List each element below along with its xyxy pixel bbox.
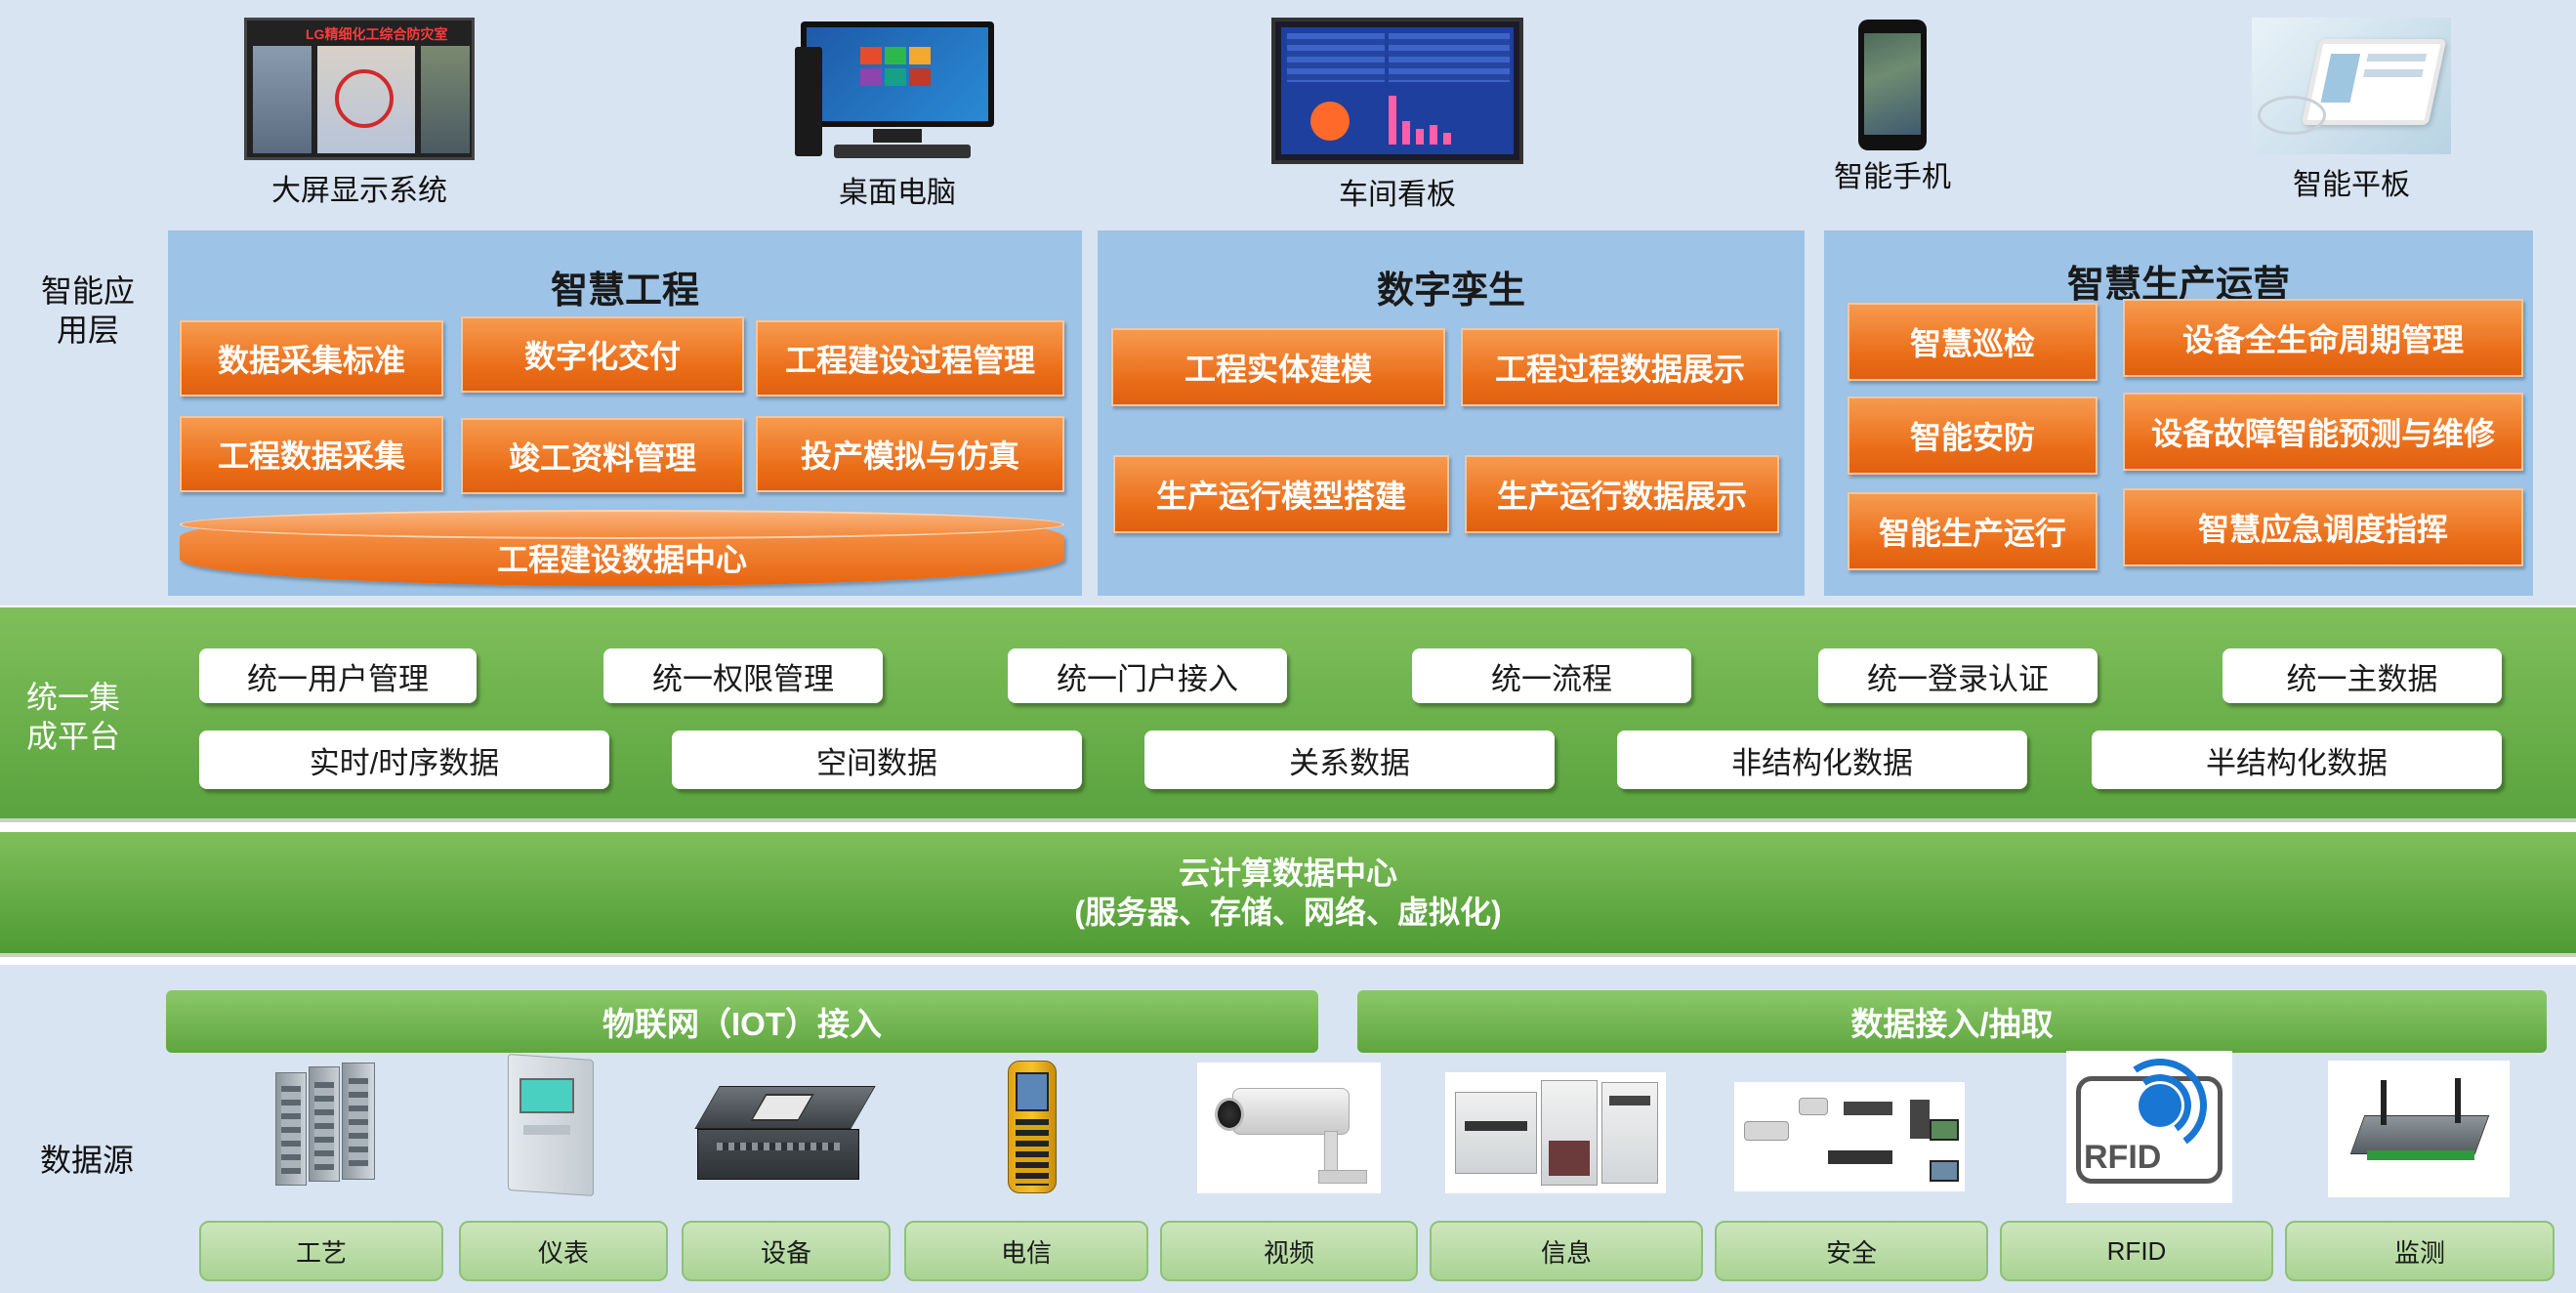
panel-digital-twin: 数字孪生 工程实体建模 工程过程数据展示 生产运行模型搭建 生产运行数据展示 [1098,230,1805,596]
data-extraction-bar[interactable]: 数据接入/抽取 [1357,990,2547,1053]
panel-title-smart-engineering: 智慧工程 [550,271,699,312]
app-item-entity-modeling[interactable]: 工程实体建模 [1111,328,1445,406]
rfid-icon: RFID [2066,1051,2232,1203]
app-item-construction-process-mgmt[interactable]: 工程建设过程管理 [756,320,1064,396]
device-label-video-wall: 大屏显示系统 [271,175,447,207]
app-item-smart-production-run[interactable]: 智能生产运行 [1848,492,2098,570]
app-item-smart-inspection[interactable]: 智慧巡检 [1848,303,2098,381]
instrument-panel-icon [504,1053,598,1197]
platform-portal-access[interactable]: 统一门户接入 [1008,648,1287,703]
video-wall-icon: LG精细化工综合防灾室 [244,18,475,160]
source-rfid[interactable]: RFID [2000,1221,2273,1281]
device-smartphone: 智能手机 [1814,20,1971,195]
app-layer-band: 智能应 用层 智慧工程 数据采集标准 数字化交付 工程建设过程管理 工程数据采集… [0,223,2576,605]
server-cabinet-icon [275,1063,377,1186]
device-band: LG精细化工综合防灾室 大屏显示系统 桌面电脑 [0,0,2576,223]
security-system-icon [1734,1082,1965,1191]
platform-relational-data[interactable]: 关系数据 [1144,730,1555,789]
platform-user-mgmt[interactable]: 统一用户管理 [199,648,477,703]
platform-login-auth[interactable]: 统一登录认证 [1818,648,2098,703]
iot-access-bar[interactable]: 物联网（IOT）接入 [166,990,1318,1053]
platform-permission-mgmt[interactable]: 统一权限管理 [603,648,883,703]
desktop-computer-icon [795,21,1000,162]
device-workshop-board: 车间看板 [1271,18,1523,213]
data-source-band: 数据源 物联网（IOT）接入 数据接入/抽取 [0,965,2576,1293]
platform-realtime-data[interactable]: 实时/时序数据 [199,730,609,789]
smartphone-icon [1858,20,1927,150]
device-desktop: 桌面电脑 [795,21,1000,211]
app-item-engineering-data-collection[interactable]: 工程数据采集 [180,416,443,492]
device-label-desktop: 桌面电脑 [839,177,956,209]
platform-spatial-data[interactable]: 空间数据 [672,730,1082,789]
app-item-commissioning-simulation[interactable]: 投产模拟与仿真 [756,416,1064,492]
platform-workflow[interactable]: 统一流程 [1412,648,1691,703]
controller-box-icon [694,1086,876,1184]
cctv-camera-icon [1197,1063,1381,1193]
integration-platform-band: 统一集 成平台 统一用户管理 统一权限管理 统一门户接入 统一流程 统一登录认证… [0,607,2576,822]
app-item-completion-docs-mgmt[interactable]: 竣工资料管理 [461,418,744,494]
source-process[interactable]: 工艺 [199,1221,443,1281]
device-label-smartphone: 智能手机 [1834,161,1951,193]
source-telecom[interactable]: 电信 [904,1221,1148,1281]
app-item-production-data-display[interactable]: 生产运行数据展示 [1465,455,1779,533]
information-devices-icon [1445,1072,1666,1193]
panel-smart-operations: 智慧生产运营 智慧巡检 设备全生命周期管理 智能安防 设备故障智能预测与维修 智… [1824,230,2533,596]
source-equipment[interactable]: 设备 [682,1221,891,1281]
layer-label-integration-text: 统一集 成平台 [25,680,120,754]
device-tablet: 智能平板 [2252,18,2451,203]
rfid-icon-text: RFID [2084,1139,2162,1176]
layer-label-source: 数据源 [39,1143,134,1178]
cloud-subtitle: (服务器、存储、网络、虚拟化) [1074,895,1502,930]
app-item-production-model-build[interactable]: 生产运行模型搭建 [1113,455,1449,533]
panel-smart-engineering: 智慧工程 数据采集标准 数字化交付 工程建设过程管理 工程数据采集 竣工资料管理… [168,230,1082,596]
video-wall-caption: LG精细化工综合防灾室 [306,26,448,42]
layer-label-integration: 统一集 成平台 [20,678,127,756]
device-video-wall: LG精细化工综合防灾室 大屏显示系统 [244,18,475,209]
source-information[interactable]: 信息 [1430,1221,1703,1281]
cloud-title: 云计算数据中心 [1178,855,1397,891]
workshop-board-icon [1271,18,1523,164]
handheld-terminal-icon [1004,1061,1060,1193]
device-label-tablet: 智能平板 [2293,169,2410,201]
platform-master-data[interactable]: 统一主数据 [2223,648,2502,703]
source-video[interactable]: 视频 [1160,1221,1418,1281]
cloud-data-center-band[interactable]: 云计算数据中心 (服务器、存储、网络、虚拟化) [0,832,2576,957]
source-security[interactable]: 安全 [1715,1221,1988,1281]
app-item-digital-delivery[interactable]: 数字化交付 [461,316,744,393]
platform-semistructured-data[interactable]: 半结构化数据 [2092,730,2502,789]
layer-label-app: 智能应 用层 [29,271,146,350]
app-item-process-data-display[interactable]: 工程过程数据展示 [1461,328,1779,406]
app-item-data-collection-standard[interactable]: 数据采集标准 [180,320,443,396]
platform-unstructured-data[interactable]: 非结构化数据 [1617,730,2027,789]
app-item-equipment-lifecycle[interactable]: 设备全生命周期管理 [2123,299,2523,377]
app-item-smart-security[interactable]: 智能安防 [1848,396,2098,475]
panel-title-digital-twin: 数字孪生 [1376,271,1525,312]
app-item-fault-prediction[interactable]: 设备故障智能预测与维修 [2123,393,2523,471]
source-monitoring[interactable]: 监测 [2285,1221,2555,1281]
tablet-icon [2252,18,2451,154]
app-item-construction-data-center[interactable]: 工程建设数据中心 [180,510,1064,586]
construction-data-center-label: 工程建设数据中心 [496,542,747,577]
app-item-emergency-dispatch[interactable]: 智慧应急调度指挥 [2123,488,2523,566]
monitoring-gateway-icon [2328,1061,2510,1197]
layer-label-app-text: 智能应 用层 [40,273,135,348]
device-label-workshop-board: 车间看板 [1339,179,1456,211]
source-instrument[interactable]: 仪表 [459,1221,668,1281]
